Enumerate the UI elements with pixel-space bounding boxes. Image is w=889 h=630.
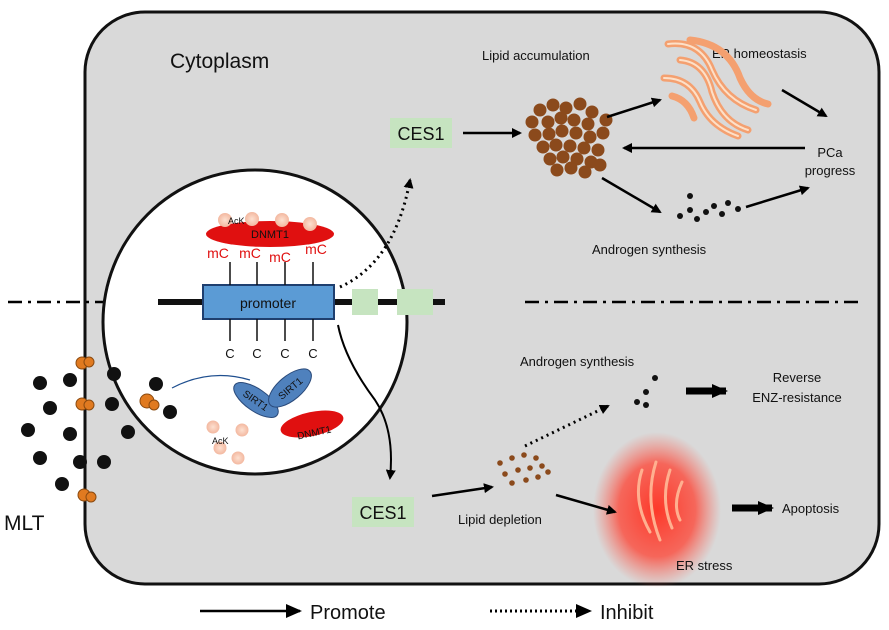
- pca-label: PCa: [817, 145, 843, 160]
- lipid-droplet: [533, 103, 547, 117]
- er-stress-label: ER stress: [676, 558, 733, 573]
- unmethyl-mark: C: [280, 346, 289, 361]
- unmethyl-mark: C: [252, 346, 261, 361]
- lipid-droplet: [549, 138, 563, 152]
- arrow-ces1-to-lipid-depletion: [431, 483, 494, 498]
- arrow-lipid-to-androgen: [601, 176, 662, 214]
- promoter-label: promoter: [240, 295, 296, 311]
- androgen-dots-lower: [634, 375, 658, 408]
- lipid-droplet: [573, 97, 587, 111]
- lipid-droplet: [528, 128, 542, 142]
- lipid-droplet: [554, 111, 568, 125]
- lipid-droplet-cluster: [525, 97, 613, 179]
- lipid-droplet: [577, 141, 591, 155]
- lipid-droplet: [567, 113, 581, 127]
- lipid-droplet: [583, 130, 597, 144]
- promote-arrow-to-ces1-lower: [337, 324, 396, 480]
- acetyl-ball: [218, 213, 232, 227]
- androgen-synthesis-upper-label: Androgen synthesis: [592, 242, 707, 257]
- ces1-lower-box: [352, 497, 414, 527]
- androgen-synthesis-lower-label: Androgen synthesis: [520, 354, 635, 369]
- legend-inhibit-label: Inhibit: [600, 602, 654, 624]
- ces1-upper-box: [390, 118, 452, 148]
- sirt1-arc: [171, 374, 251, 389]
- arrow-androgen-to-pca: [745, 185, 810, 209]
- lipid-droplet: [564, 161, 578, 175]
- lipid-droplet: [569, 126, 583, 140]
- lipid-droplet: [550, 163, 564, 177]
- acetyl-ball: [235, 423, 249, 437]
- lipid-droplet: [578, 165, 592, 179]
- lipid-droplet: [556, 150, 570, 164]
- ack-lower-label: AcK: [212, 436, 229, 446]
- lipid-droplet: [536, 140, 550, 154]
- promoter-box: [202, 284, 335, 320]
- sirt1-protein-1: [233, 382, 279, 418]
- arrow-er-to-pca: [781, 88, 828, 118]
- arrow-lipid-to-er-stress: [555, 493, 617, 515]
- er-stress-glow: [593, 432, 721, 588]
- ack-upper-label: AcK: [228, 216, 245, 226]
- apoptosis-label: Apoptosis: [782, 501, 840, 516]
- acetyl-ball: [303, 217, 317, 231]
- er-homeostasis-highlights: [663, 42, 757, 137]
- dnmt1-lower: [280, 410, 344, 438]
- lipid-droplet: [541, 115, 555, 129]
- lipid-depletion-dots: [497, 452, 551, 486]
- cytoplasm-label: Cytoplasm: [170, 50, 269, 73]
- exon-box-1: [352, 289, 378, 315]
- reverse-label: Reverse: [773, 370, 821, 385]
- acetyl-ball: [275, 213, 289, 227]
- acetyl-ball: [206, 420, 220, 434]
- lipid-droplet: [591, 143, 605, 157]
- exon-box-2: [397, 289, 433, 315]
- ces1-lower-label: CES1: [359, 503, 406, 523]
- unmethyl-mark: C: [308, 346, 317, 361]
- dnmt1-upper: [206, 221, 334, 247]
- ces1-upper-label: CES1: [397, 124, 444, 144]
- progress-label: progress: [805, 163, 856, 178]
- mlt-label: MLT: [4, 512, 45, 535]
- lipid-droplet: [585, 105, 599, 119]
- lipid-droplet: [525, 115, 539, 129]
- mlt-molecules: [21, 367, 177, 491]
- nucleus: [101, 168, 409, 476]
- lipid-droplet: [596, 126, 610, 140]
- mlt-receptors: [75, 356, 160, 503]
- lipid-depletion-label: Lipid depletion: [458, 512, 542, 527]
- lipid-droplet: [546, 98, 560, 112]
- lipid-droplet: [543, 152, 557, 166]
- lipid-droplet: [581, 117, 595, 131]
- dnmt1-upper-label: DNMT1: [251, 229, 289, 241]
- lipid-droplet: [559, 101, 573, 115]
- inhibit-arrow-to-ces1-upper: [339, 178, 414, 289]
- acetyl-ball: [231, 451, 245, 465]
- arrow-lipid-to-er: [606, 97, 662, 119]
- androgen-dots-upper: [677, 193, 741, 222]
- legend-promote-label: Promote: [310, 602, 386, 624]
- er-homeostasis-label: ER homeostasis: [712, 46, 807, 61]
- lipid-droplet: [542, 127, 556, 141]
- methyl-mark: mC: [305, 241, 327, 257]
- lipid-accumulation-label: Lipid accumulation: [482, 48, 590, 63]
- er-stress-icon: [636, 460, 684, 542]
- enz-resistance-label: ENZ-resistance: [752, 390, 842, 405]
- lipid-droplet: [593, 158, 607, 172]
- methyl-mark: mC: [269, 249, 291, 265]
- methyl-mark: mC: [207, 245, 229, 261]
- acetyl-ball: [245, 212, 259, 226]
- lipid-droplet: [563, 139, 577, 153]
- acetyl-ball: [213, 441, 227, 455]
- methyl-mark: mC: [239, 245, 261, 261]
- lipid-droplet: [555, 124, 569, 138]
- sirt1-protein-2: [268, 368, 312, 408]
- unmethyl-mark: C: [225, 346, 234, 361]
